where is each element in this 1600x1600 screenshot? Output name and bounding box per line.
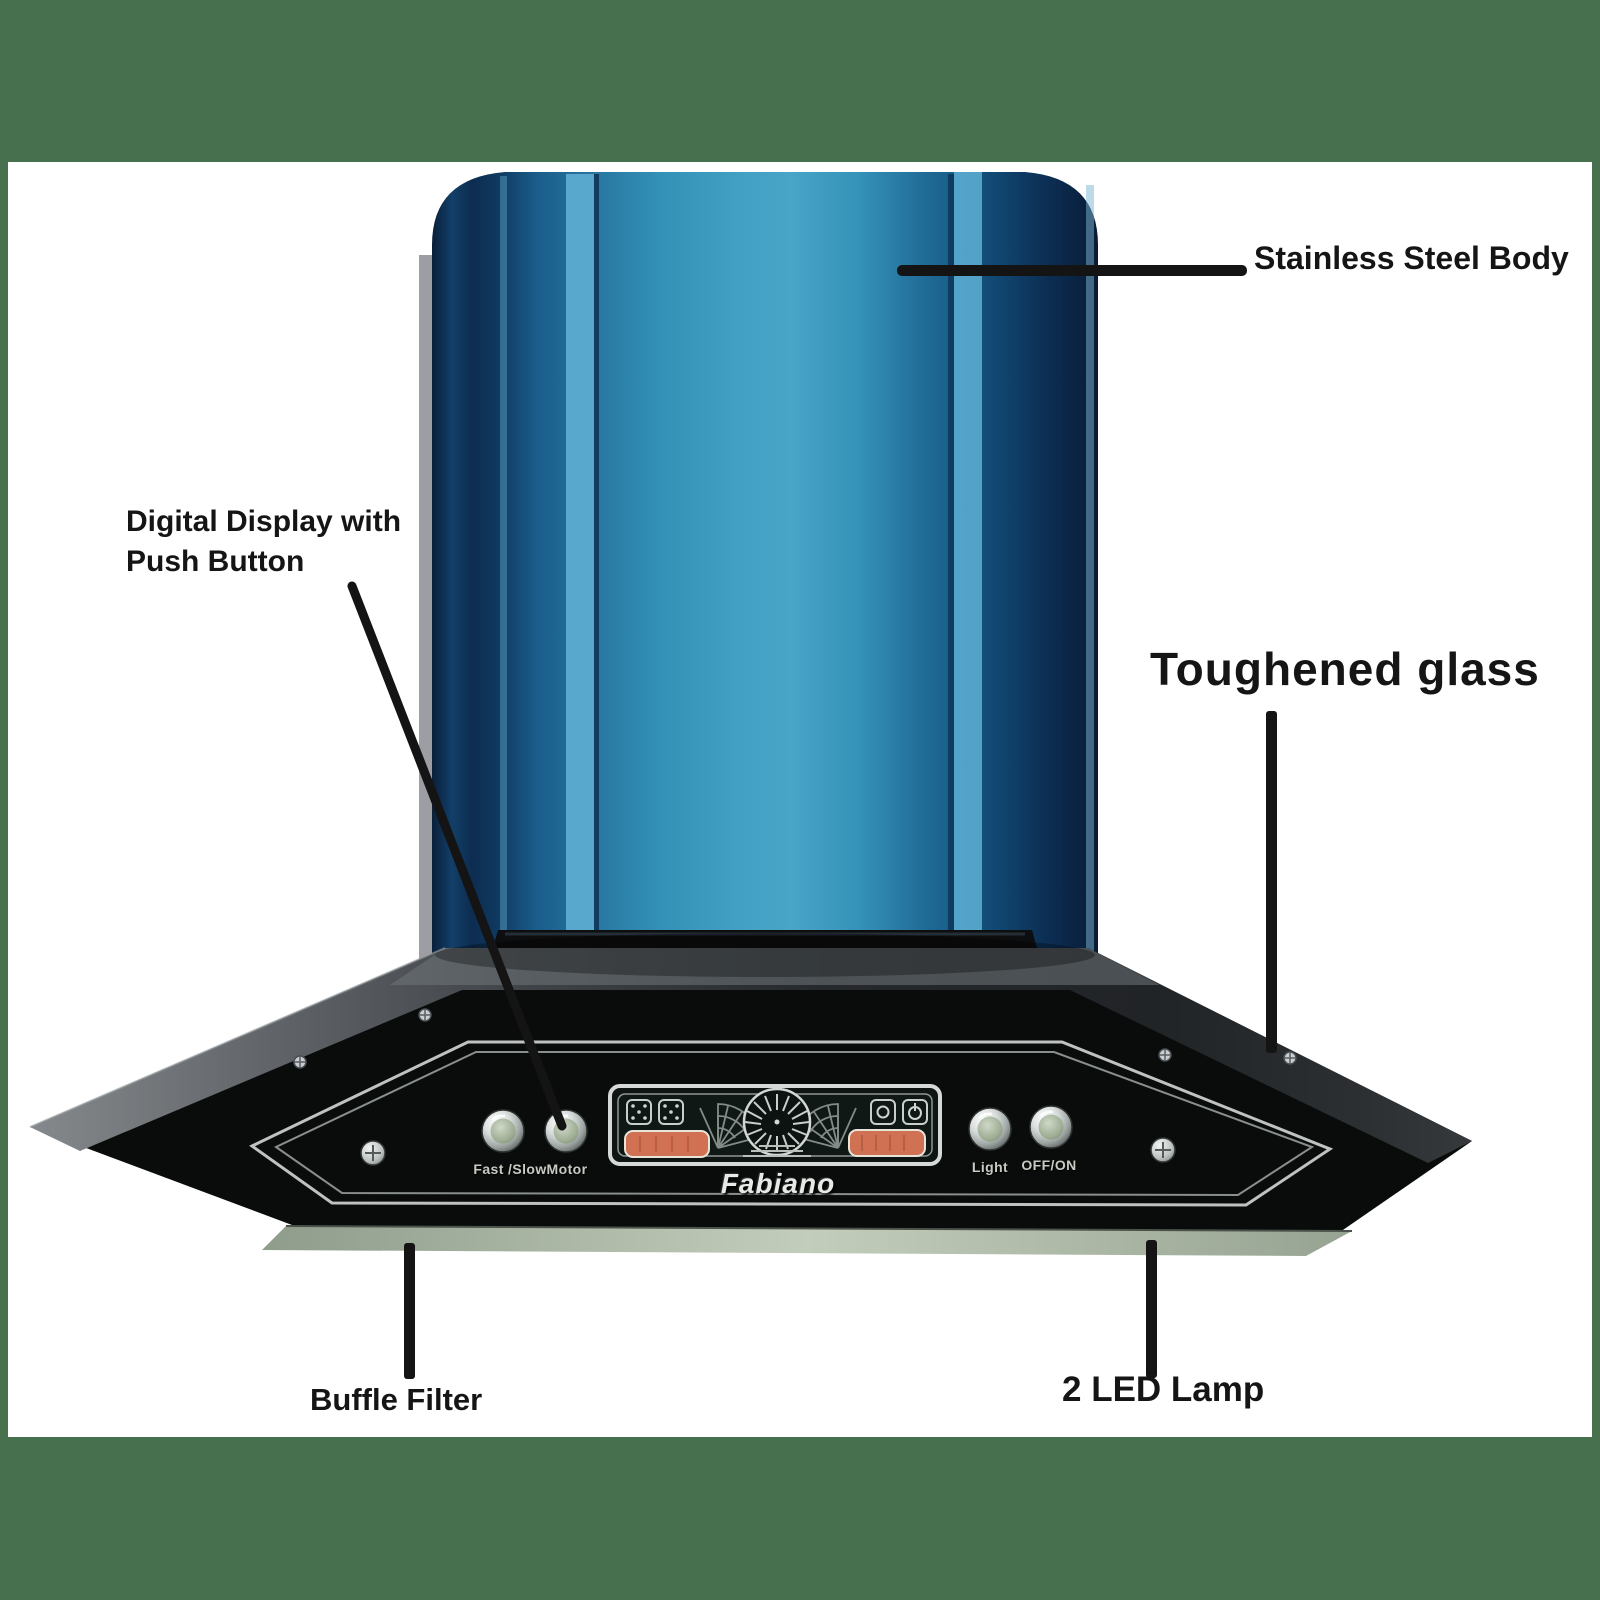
off-on-button-label: OFF/ON — [1021, 1157, 1077, 1173]
label-stainless-steel-body: Stainless Steel Body — [1254, 240, 1569, 276]
duct-film-stripe — [566, 174, 594, 962]
hood-underside-seam — [285, 1225, 1353, 1232]
leader-line-led-lamp — [1146, 1240, 1157, 1378]
leader-lines — [347, 265, 1277, 1379]
motor-button — [544, 1109, 588, 1153]
fast-slow-button-label: Fast /Slow — [473, 1161, 547, 1177]
fast-slow-button — [481, 1109, 525, 1153]
turbine-fan-icon — [742, 1087, 812, 1157]
led-segment-display-right — [848, 1129, 926, 1157]
motor-button-label: Motor — [546, 1161, 588, 1177]
screw-icon — [1150, 1137, 1176, 1163]
glass-edge-highlight — [29, 947, 446, 1128]
label-digital-display-line1: Digital Display with — [126, 505, 402, 538]
glass-screws — [293, 1008, 1297, 1069]
leader-line-toughened-glass — [1266, 711, 1277, 1053]
pinstripe-inner — [274, 1051, 1315, 1197]
icon-dots — [631, 1104, 679, 1120]
leader-line-stainless — [897, 265, 1247, 276]
duct-film-stripe-edge — [948, 174, 954, 962]
fan-speed-high-icon — [658, 1099, 684, 1125]
duct-right-highlight — [1086, 185, 1094, 960]
power-indicator-icon — [902, 1099, 928, 1125]
screw-icon — [418, 1008, 432, 1022]
screw-icon — [1283, 1051, 1297, 1065]
panel-screws — [360, 1137, 1176, 1166]
pinstripe-outer — [249, 1040, 1334, 1207]
light-button-label: Light — [971, 1159, 1009, 1175]
screw-icon — [1158, 1048, 1172, 1062]
duct-shadow — [435, 933, 1095, 977]
light-bulb-glyph — [876, 1105, 890, 1119]
brand-logo: Fabiano — [720, 1168, 836, 1199]
label-led-lamp: 2 LED Lamp — [1062, 1370, 1265, 1409]
duct-film-stripe — [954, 172, 982, 962]
fan-speed-low-icon — [626, 1099, 652, 1125]
glass-steel-sheen — [390, 948, 1160, 985]
duct-film-stripe-edge — [594, 174, 599, 962]
duct-left-steel-sliver — [419, 255, 433, 960]
hood-underside — [262, 1226, 1352, 1256]
leader-line-buffle-filter — [404, 1243, 415, 1379]
label-digital-display: Digital Display with Push Button — [126, 502, 456, 582]
lamp-indicator-icon — [870, 1099, 896, 1125]
label-buffle-filter: Buffle Filter — [310, 1382, 483, 1417]
duct-left-highlight — [500, 176, 507, 962]
fan-base-steps — [743, 1145, 811, 1157]
digital-display-unit — [608, 1084, 942, 1166]
duct-body — [432, 172, 1098, 962]
light-button — [968, 1107, 1012, 1151]
screw-icon — [293, 1055, 307, 1069]
stainless-steel-duct — [419, 172, 1098, 962]
label-toughened-glass: Toughened glass — [1150, 643, 1540, 695]
screw-icon — [360, 1140, 386, 1166]
leader-line-digital-display — [347, 581, 567, 1131]
power-glyph — [908, 1103, 922, 1120]
led-segment-display-left — [624, 1130, 710, 1158]
off-on-button — [1029, 1105, 1073, 1149]
toughened-glass-top — [30, 948, 1472, 1163]
label-digital-display-line2: Push Button — [126, 545, 305, 578]
